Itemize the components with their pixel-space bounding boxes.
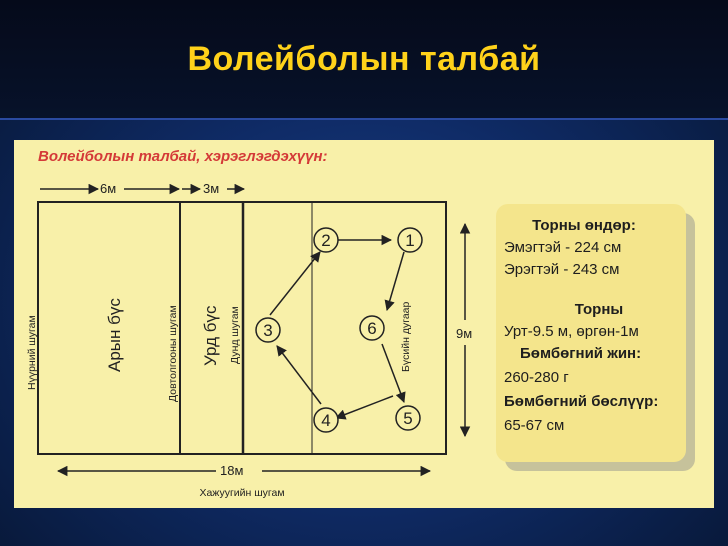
zone-back: Арын бүс (105, 298, 124, 372)
info-men: Эрэгтэй - 243 см (504, 261, 620, 278)
svg-text:4: 4 (321, 411, 330, 430)
info-ball-circ-title: Бөмбөгний бөслүүр: (504, 393, 658, 410)
rotation-arrow (384, 251, 405, 312)
position-6: 6 (359, 315, 385, 341)
info-women: Эмэгтэй - 224 см (504, 239, 621, 256)
info-ball-weight: 260-280 г (504, 369, 569, 386)
label-center-line: Дунд шугам (229, 306, 241, 364)
svg-text:5: 5 (403, 409, 412, 428)
svg-text:3: 3 (263, 321, 272, 340)
label-end-line: Нүүрний шугам (26, 315, 38, 390)
rotation-arrow (335, 395, 394, 420)
info-ball-circ: 65-67 см (504, 417, 564, 434)
court-figure: Волейболын талбай, хэрэглэгдэхүүн: 6м 3м… (14, 140, 714, 508)
info-ball-weight-title: Бөмбөгний жин: (520, 345, 641, 362)
label-zone-number: Бүсийн дугаар (400, 302, 412, 372)
court-diagram: Волейболын талбай, хэрэглэгдэхүүн: 6м 3м… (26, 148, 695, 499)
position-5: 5 (395, 405, 421, 431)
figure-caption: Волейболын талбай, хэрэглэгдэхүүн: (38, 148, 328, 165)
dim-9m: 9м (456, 326, 472, 341)
position-2: 2 (313, 227, 339, 253)
info-net-size: Урт-9.5 м, өргөн-1м (504, 323, 639, 340)
svg-text:2: 2 (321, 231, 330, 250)
rotation-arrow (276, 345, 322, 405)
info-box (496, 204, 686, 462)
position-4: 4 (313, 407, 339, 433)
svg-text:1: 1 (405, 231, 414, 250)
dim-18m: 18м (220, 463, 243, 478)
info-net-height-title: Торны өндөр: (532, 217, 636, 234)
position-3: 3 (255, 317, 281, 343)
label-attack-line: Довтолгооны шугам (167, 305, 179, 402)
zone-front: Урд бүс (201, 305, 220, 366)
dim-3m: 3м (203, 181, 219, 196)
position-1: 1 (397, 227, 423, 253)
rotation-arrow (269, 251, 321, 316)
rotation-arrow (381, 343, 406, 403)
info-net-title: Торны (575, 301, 623, 318)
label-side-line: Хажуугийн шугам (199, 487, 284, 499)
slide-title: Волейболын талбай (187, 40, 541, 78)
title-band (0, 0, 728, 120)
dim-6m: 6м (100, 181, 116, 196)
svg-text:6: 6 (367, 319, 376, 338)
